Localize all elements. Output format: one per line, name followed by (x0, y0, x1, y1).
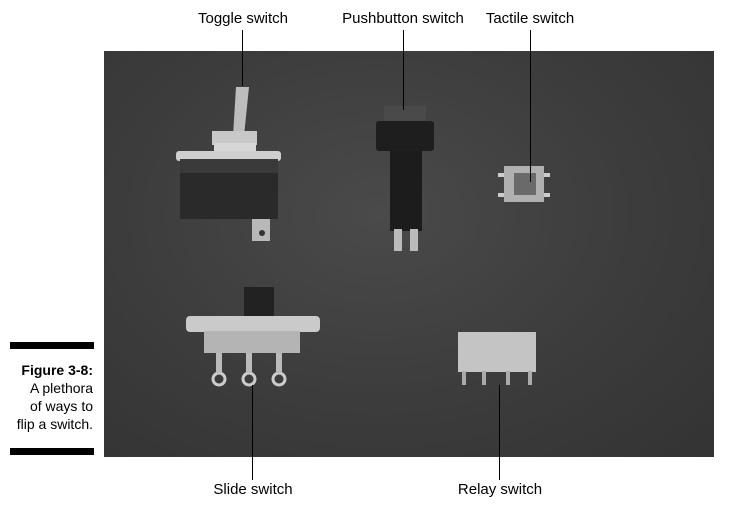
leader-line-relay (499, 385, 500, 480)
caption-line-3: flip a switch. (16, 416, 93, 432)
leader-line-slide (252, 385, 253, 480)
pushbutton-switch-illustration (376, 106, 434, 251)
caption-bar-top (10, 342, 94, 349)
caption-line-2: of ways to (29, 398, 93, 414)
label-pushbutton-switch: Pushbutton switch (342, 10, 464, 27)
slide-switch-illustration (186, 287, 320, 387)
leader-line-tactile (530, 30, 531, 182)
leader-line-toggle (242, 30, 243, 86)
switch-components (176, 87, 550, 387)
tactile-switch-illustration (498, 166, 550, 202)
toggle-switch-illustration (176, 87, 281, 241)
figure-number: Figure 3-8: (21, 362, 93, 378)
figure-caption: Figure 3-8: A plethora of ways to flip a… (17, 361, 93, 433)
relay-switch-illustration (458, 332, 536, 385)
label-tactile-switch: Tactile switch (485, 10, 575, 27)
label-slide-switch: Slide switch (213, 481, 293, 498)
label-relay-switch: Relay switch (457, 481, 543, 498)
label-toggle-switch: Toggle switch (197, 10, 289, 27)
caption-line-1: A plethora (29, 380, 93, 396)
caption-bar-bottom (10, 448, 94, 455)
leader-line-pushbutton (403, 30, 404, 110)
